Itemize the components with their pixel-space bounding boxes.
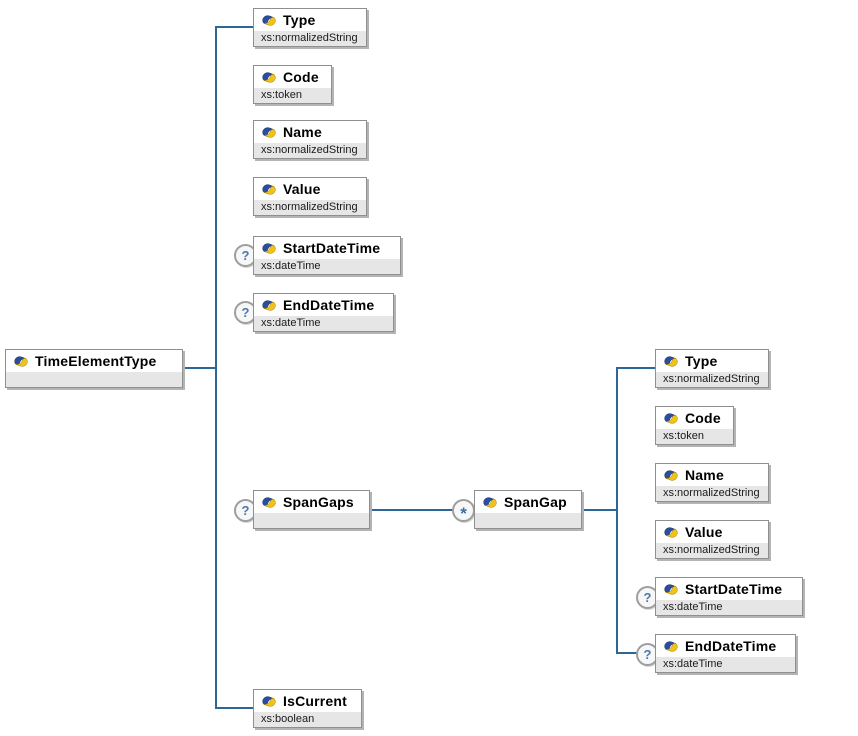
element-icon — [663, 355, 679, 368]
element-icon — [261, 126, 277, 139]
node-label: Type — [283, 12, 316, 28]
node-subtype: xs:normalizedString — [656, 543, 768, 558]
node-subtype — [475, 513, 581, 528]
optional-glyph: ? — [241, 503, 250, 518]
node-label: Code — [283, 69, 319, 85]
node-subtype: xs:dateTime — [254, 259, 400, 274]
node-subtype: xs:normalizedString — [254, 143, 366, 158]
node-subtype: xs:normalizedString — [254, 200, 366, 215]
element-icon — [261, 695, 277, 708]
element-icon — [482, 496, 498, 509]
node-right-type[interactable]: Type xs:normalizedString — [655, 349, 769, 388]
connector-branch-right-enddatetime — [616, 652, 638, 654]
element-icon — [261, 299, 277, 312]
node-label-row: Value — [656, 521, 768, 543]
optional-glyph: ? — [241, 305, 250, 320]
node-right-startdatetime[interactable]: StartDateTime xs:dateTime — [655, 577, 803, 616]
element-icon — [261, 183, 277, 196]
node-label: Name — [283, 124, 322, 140]
connector-branch-type — [215, 26, 253, 28]
node-label-row: StartDateTime — [254, 237, 400, 259]
element-icon — [261, 14, 277, 27]
optional-glyph: ? — [241, 248, 250, 263]
node-label-row: Code — [656, 407, 733, 429]
node-label: EndDateTime — [685, 638, 777, 654]
connector-trunk-spangap — [616, 367, 618, 654]
connector-spangap-to-trunk — [580, 509, 618, 511]
node-left-name[interactable]: Name xs:normalizedString — [253, 120, 367, 159]
optional-indicator-right-enddatetime: ? — [636, 643, 659, 666]
element-icon — [13, 355, 29, 368]
node-subtype: xs:normalizedString — [656, 486, 768, 501]
node-left-type[interactable]: Type xs:normalizedString — [253, 8, 367, 47]
node-subtype: xs:token — [656, 429, 733, 444]
node-label-row: SpanGap — [475, 491, 581, 513]
connector-branch-iscurrent — [215, 707, 253, 709]
node-label: Type — [685, 353, 718, 369]
node-label: SpanGaps — [283, 494, 354, 510]
node-right-code[interactable]: Code xs:token — [655, 406, 734, 445]
node-label: Name — [685, 467, 724, 483]
element-icon — [663, 526, 679, 539]
node-subtype: xs:dateTime — [656, 600, 802, 615]
connector-branch-root — [181, 367, 217, 369]
node-left-code[interactable]: Code xs:token — [253, 65, 332, 104]
node-subtype — [254, 513, 369, 528]
node-label: EndDateTime — [283, 297, 375, 313]
node-subtype: xs:token — [254, 88, 331, 103]
node-label-row: Value — [254, 178, 366, 200]
element-icon — [663, 469, 679, 482]
node-label-row: TimeElementType — [6, 350, 182, 372]
node-spangap[interactable]: SpanGap — [474, 490, 582, 529]
node-spangaps[interactable]: SpanGaps — [253, 490, 370, 529]
node-subtype — [6, 372, 182, 387]
repeat-indicator-spangap: * — [452, 499, 475, 523]
node-label-row: Type — [656, 350, 768, 372]
element-icon — [663, 412, 679, 425]
node-label: SpanGap — [504, 494, 567, 510]
element-icon — [663, 583, 679, 596]
node-label: StartDateTime — [685, 581, 783, 597]
node-label-row: IsCurrent — [254, 690, 361, 712]
element-icon — [261, 496, 277, 509]
optional-indicator-enddatetime: ? — [234, 301, 257, 324]
node-right-value[interactable]: Value xs:normalizedString — [655, 520, 769, 559]
node-label-row: Name — [656, 464, 768, 486]
node-right-enddatetime[interactable]: EndDateTime xs:dateTime — [655, 634, 796, 673]
node-label: Code — [685, 410, 721, 426]
repeat-glyph: * — [460, 504, 467, 523]
node-subtype: xs:boolean — [254, 712, 361, 727]
node-label-row: Code — [254, 66, 331, 88]
node-label: Value — [685, 524, 723, 540]
node-subtype: xs:normalizedString — [656, 372, 768, 387]
node-label: StartDateTime — [283, 240, 381, 256]
node-right-name[interactable]: Name xs:normalizedString — [655, 463, 769, 502]
node-label: TimeElementType — [35, 353, 157, 369]
node-label-row: EndDateTime — [254, 294, 393, 316]
node-label-row: Type — [254, 9, 366, 31]
node-label-row: Name — [254, 121, 366, 143]
node-iscurrent[interactable]: IsCurrent xs:boolean — [253, 689, 362, 728]
node-subtype: xs:dateTime — [656, 657, 795, 672]
node-label-row: SpanGaps — [254, 491, 369, 513]
node-subtype: xs:dateTime — [254, 316, 393, 331]
node-left-enddatetime[interactable]: EndDateTime xs:dateTime — [253, 293, 394, 332]
node-left-value[interactable]: Value xs:normalizedString — [253, 177, 367, 216]
node-label: Value — [283, 181, 321, 197]
node-timeelementtype[interactable]: TimeElementType — [5, 349, 183, 388]
element-icon — [261, 71, 277, 84]
node-label: IsCurrent — [283, 693, 348, 709]
optional-glyph: ? — [643, 590, 652, 605]
node-label-row: EndDateTime — [656, 635, 795, 657]
node-left-startdatetime[interactable]: StartDateTime xs:dateTime — [253, 236, 401, 275]
node-subtype: xs:normalizedString — [254, 31, 366, 46]
optional-glyph: ? — [643, 647, 652, 662]
connector-branch-right-type — [616, 367, 655, 369]
node-label-row: StartDateTime — [656, 578, 802, 600]
element-icon — [261, 242, 277, 255]
connector-spangaps-to-spangap — [368, 509, 453, 511]
element-icon — [663, 640, 679, 653]
